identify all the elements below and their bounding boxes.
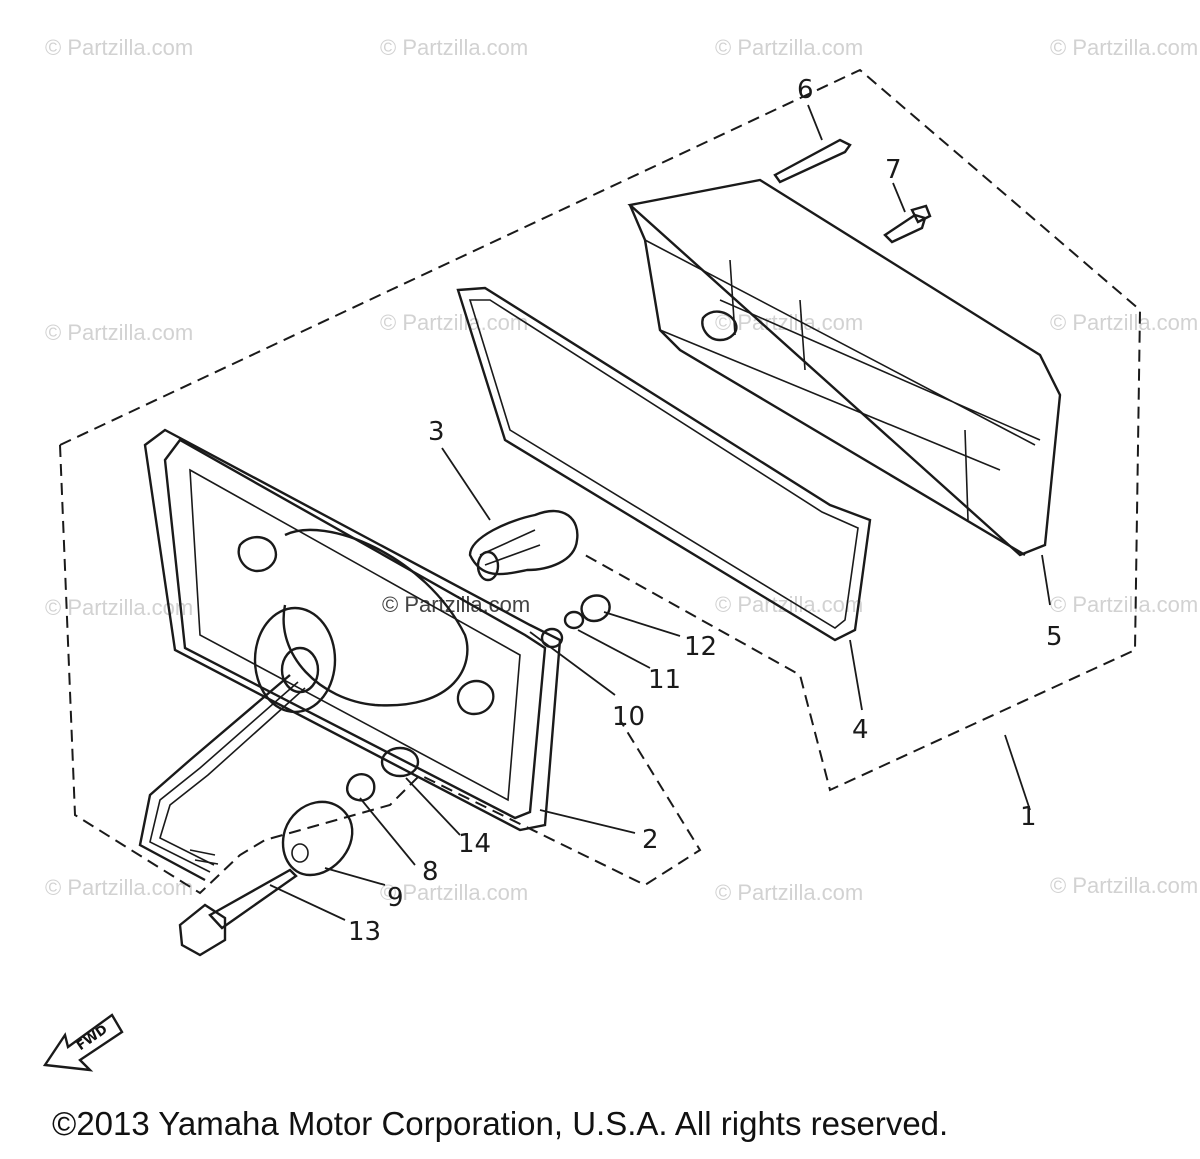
- watermark: © Partzilla.com: [45, 320, 193, 345]
- callout-14: 14: [458, 829, 491, 859]
- watermark: © Partzilla.com: [1050, 35, 1198, 60]
- callout-11: 11: [648, 665, 681, 695]
- bulb-part-3: [468, 509, 579, 582]
- callout-numbers: 1 2 3 4 5 6 7 8 9 10 11 12 13 14: [348, 75, 1063, 947]
- watermark: © Partzilla.com: [1050, 873, 1198, 898]
- callout-4: 4: [852, 715, 869, 745]
- fwd-label: FWD: [74, 1022, 111, 1054]
- callout-5: 5: [1046, 622, 1063, 652]
- assembly-outline-upper: [59, 68, 1142, 792]
- assembly-outline-lower: [59, 444, 702, 895]
- watermark: © Partzilla.com: [715, 310, 863, 335]
- fwd-arrow-icon: FWD: [42, 1013, 124, 1072]
- watermark: © Partzilla.com: [380, 310, 528, 335]
- watermark: © Partzilla.com: [715, 880, 863, 905]
- callout-7: 7: [885, 155, 902, 185]
- gasket-part-4: [456, 286, 872, 642]
- watermark: © Partzilla.com: [715, 35, 863, 60]
- watermark: © Partzilla.com: [380, 35, 528, 60]
- wire-harness: [138, 674, 306, 882]
- callout-8: 8: [422, 857, 439, 887]
- watermark: © Partzilla.com: [380, 880, 528, 905]
- assembly-outline: [59, 68, 1142, 895]
- copyright-notice: ©2013 Yamaha Motor Corporation, U.S.A. A…: [52, 1105, 949, 1142]
- callout-12: 12: [684, 632, 717, 662]
- small-parts: [178, 138, 932, 957]
- watermark-grid: © Partzilla.com © Partzilla.com © Partzi…: [45, 35, 1198, 905]
- callout-9: 9: [387, 883, 404, 913]
- watermark: © Partzilla.com: [1050, 592, 1198, 617]
- lens-part-5: [627, 178, 1062, 557]
- watermark: © Partzilla.com: [45, 35, 193, 60]
- watermark: © Partzilla.com: [1050, 310, 1198, 335]
- callout-10: 10: [612, 702, 645, 732]
- callout-3: 3: [428, 417, 445, 447]
- leader-lines: [269, 104, 1051, 921]
- callout-13: 13: [348, 917, 381, 947]
- callout-6: 6: [797, 75, 814, 105]
- watermark: © Partzilla.com: [45, 875, 193, 900]
- housing-part-2: [143, 428, 562, 832]
- callout-1: 1: [1020, 802, 1037, 832]
- callout-2: 2: [642, 825, 659, 855]
